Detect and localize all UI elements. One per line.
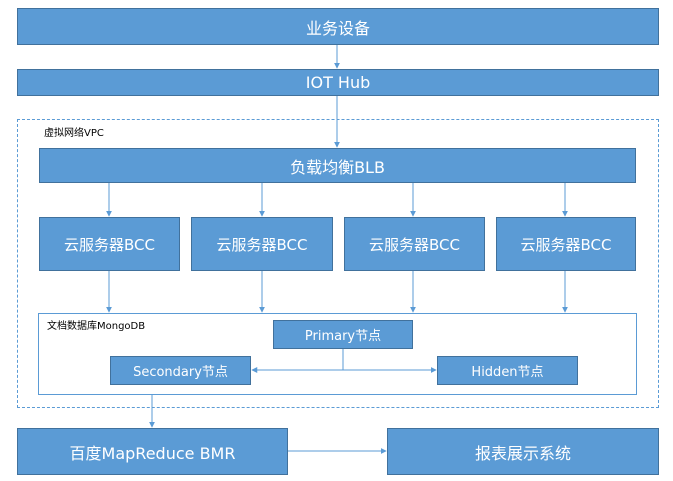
bcc-server-node-2: 云服务器BCC	[191, 217, 333, 271]
mongodb-label: 文档数据库MongoDB	[47, 321, 146, 332]
primary-node: Primary节点	[273, 320, 413, 349]
hidden-node: Hidden节点	[437, 356, 578, 385]
bmr-node: 百度MapReduce BMR	[17, 428, 288, 475]
load-balancer-node: 负载均衡BLB	[39, 148, 636, 183]
business-devices-node: 业务设备	[17, 8, 659, 45]
bcc-server-node-1: 云服务器BCC	[39, 217, 180, 271]
secondary-node: Secondary节点	[110, 356, 251, 385]
bcc-server-node-4: 云服务器BCC	[496, 217, 636, 271]
bcc-server-node-3: 云服务器BCC	[344, 217, 485, 271]
report-system-node: 报表展示系统	[387, 428, 659, 475]
vpc-label: 虚拟网络VPC	[44, 128, 104, 139]
iot-hub-node: IOT Hub	[17, 69, 659, 96]
vpc-boundary	[17, 119, 659, 408]
